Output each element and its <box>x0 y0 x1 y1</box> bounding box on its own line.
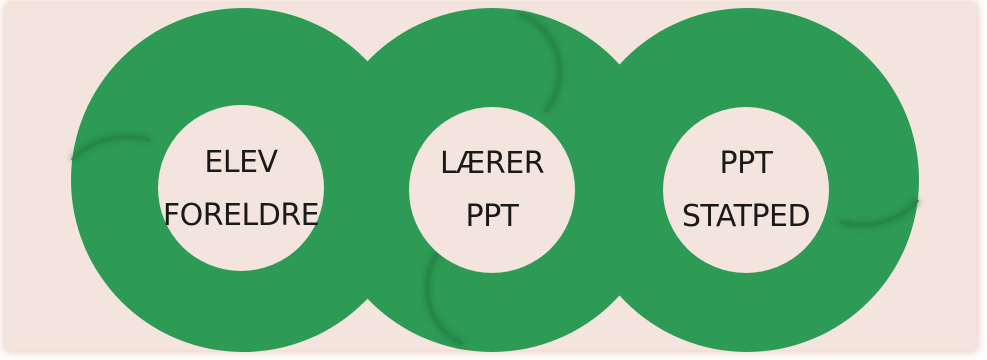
ring-1-label: ELEV FORELDRE <box>163 145 320 233</box>
ring-3-line2: STATPED <box>682 199 810 234</box>
ring-3-label: PPT STATPED <box>682 146 811 234</box>
ring-3-line1: PPT <box>719 146 773 181</box>
ring-1-line1: ELEV <box>204 145 278 180</box>
hub-2 <box>409 107 575 273</box>
swirl-arcs <box>70 12 920 346</box>
ring-2-label: LÆRER PPT <box>440 146 545 234</box>
hub-1 <box>158 105 324 271</box>
ring-2-line1: LÆRER <box>440 146 544 181</box>
ring-2-line2: PPT <box>465 199 519 234</box>
ring-1-line2: FORELDRE <box>163 198 319 233</box>
hub-3 <box>663 107 829 273</box>
